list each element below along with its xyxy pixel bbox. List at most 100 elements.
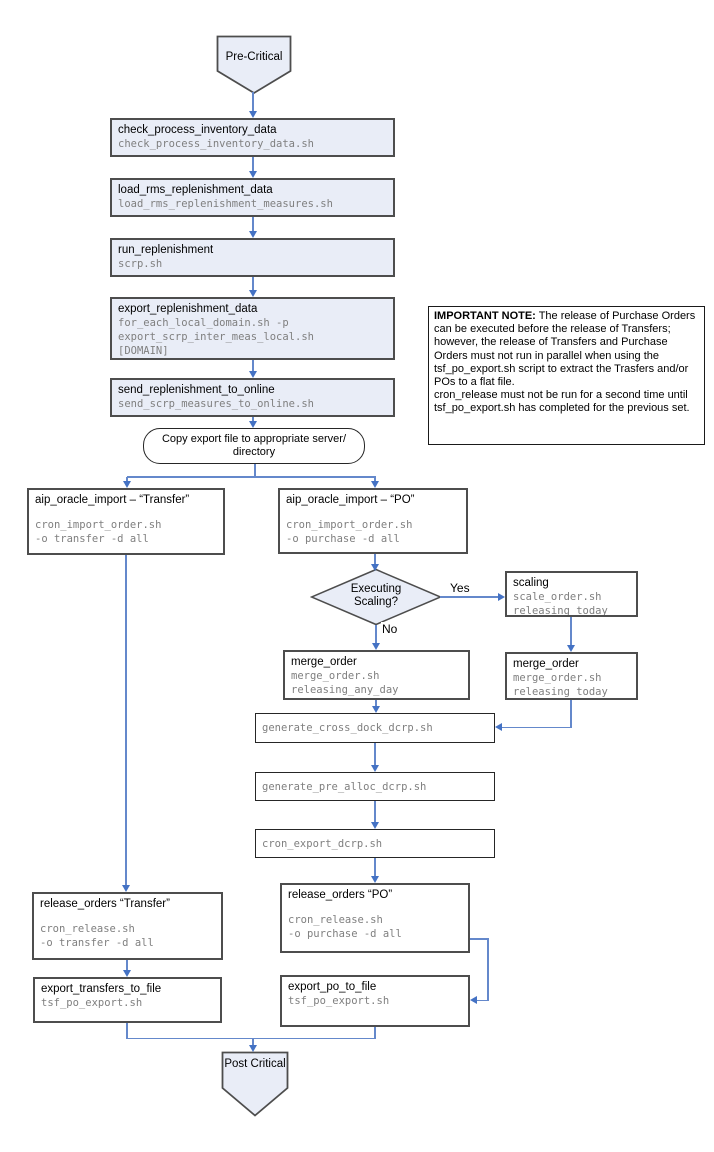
arrowhead-down [372,706,380,713]
connector-line [126,476,376,478]
connector-line [126,1037,376,1039]
connector-line [470,938,489,940]
connector-line [252,1038,254,1047]
node-script: generate_pre_alloc_dcrp.sh [262,780,427,793]
node-script: cron_release.sh -o transfer -d all [40,923,154,949]
node-title: load_rms_replenishment_data [118,184,273,196]
connector-line [252,277,254,291]
node-export-transfers-to-file: export_transfers_to_file tsf_po_export.s… [33,977,222,1023]
node-title: aip_oracle_import – “PO” [286,494,415,506]
node-script: merge_order.sh releasing today [513,672,608,698]
connector-line [375,625,377,645]
arrowhead-down [123,481,131,488]
connector-line [252,360,254,372]
branch-no-label: No [381,622,399,636]
connector-line [374,858,376,878]
arrowhead-down [122,885,130,892]
arrowhead-down [123,970,131,977]
arrowhead-down [372,643,380,650]
connector-line [502,726,572,728]
node-script: cron_export_dcrp.sh [262,837,383,850]
connector-line [252,417,254,423]
arrowhead-down [371,876,379,883]
start-terminator-label: Pre-Critical [225,51,283,63]
arrowhead-down [371,481,379,488]
arrowhead-down [371,564,379,571]
end-pentagon-shape [221,1051,289,1117]
connector-line [252,92,254,112]
node-title: check_process_inventory_data [118,124,277,136]
node-script: for_each_local_domain.sh -p export_scrp_… [118,317,314,357]
node-script: tsf_po_export.sh [288,995,390,1007]
decision-question: Executing Scaling? [350,583,402,608]
node-script: send_scrp_measures_to_online.sh [118,398,314,410]
connector-line [252,157,254,172]
node-cron-export-dcrp: cron_export_dcrp.sh [255,829,495,858]
node-send-replenishment-to-online: send_replenishment_to_online send_scrp_m… [110,378,395,417]
connector-line [487,938,489,1001]
connector-line [125,555,127,886]
arrowhead-down [249,171,257,178]
node-export-po-to-file: export_po_to_file tsf_po_export.sh [280,975,470,1027]
node-merge-order-any-day: merge_order merge_order.sh releasing_any… [283,650,470,700]
arrowhead-left [470,996,477,1004]
arrowhead-down [249,290,257,297]
arrowhead-down [249,1045,257,1052]
node-generate-pre-alloc: generate_pre_alloc_dcrp.sh [255,772,495,801]
node-script: scale_order.sh releasing_today [513,591,608,617]
node-aip-oracle-import-transfer: aip_oracle_import – “Transfer” cron_impo… [27,488,225,555]
connector-line [374,477,376,482]
branch-yes-label: Yes [449,581,471,595]
node-load-rms-replenishment-data: load_rms_replenishment_data load_rms_rep… [110,178,395,217]
arrowhead-down [371,765,379,772]
node-title: export_po_to_file [288,981,377,993]
node-title: merge_order [513,658,579,670]
node-check-process-inventory-data: check_process_inventory_data check_proce… [110,118,395,157]
node-title: merge_order [291,656,357,668]
node-script: tsf_po_export.sh [41,997,143,1009]
arrowhead-down [249,111,257,118]
node-scaling: scaling scale_order.sh releasing_today [505,571,638,617]
important-note-body: The release of Purchase Orders can be ex… [434,310,696,415]
node-copy-export-file: Copy export file to appropriate server/ … [143,428,365,464]
arrowhead-left [495,723,502,731]
connector-line [570,700,572,728]
node-aip-oracle-import-po: aip_oracle_import – “PO” cron_import_ord… [278,488,468,554]
node-title: release_orders “Transfer” [40,898,170,910]
connector-line [477,999,489,1001]
arrowhead-down [567,645,575,652]
connector-line [252,217,254,232]
connector-line [374,554,376,566]
node-script: load_rms_replenishment_measures.sh [118,198,333,210]
node-release-orders-po: release_orders “PO” cron_release.sh -o p… [280,883,470,953]
arrowhead-down [249,421,257,428]
important-note: IMPORTANT NOTE: The release of Purchase … [428,306,705,445]
arrowhead-down [249,231,257,238]
arrowhead-down [249,371,257,378]
node-run-replenishment: run_replenishment scrp.sh [110,238,395,277]
connector-line [126,477,128,482]
connector-line [440,596,498,598]
node-export-replenishment-data: export_replenishment_data for_each_local… [110,297,395,360]
connector-line [254,464,256,477]
node-title: release_orders “PO” [288,889,393,901]
connector-line [570,617,572,647]
arrowhead-down [371,822,379,829]
node-title: scaling [513,577,549,589]
node-title: export_replenishment_data [118,303,258,315]
node-script: check_process_inventory_data.sh [118,138,314,150]
node-script: scrp.sh [118,258,163,270]
node-title: export_transfers_to_file [41,983,162,995]
connector-line [126,1023,128,1039]
end-terminator-label: Post Critical [224,1058,286,1070]
node-script: generate_cross_dock_dcrp.sh [262,722,433,734]
node-script: cron_import_order.sh -o transfer -d all [35,519,162,545]
connector-line [375,700,377,708]
node-script: cron_release.sh -o purchase -d all [288,914,402,940]
node-title: send_replenishment_to_online [118,384,275,396]
node-script: merge_order.sh releasing_any_day [291,670,399,696]
node-script: cron_import_order.sh -o purchase -d all [286,519,413,545]
connector-line [374,1027,376,1039]
decision-diamond-shape [310,568,443,626]
connector-line [126,960,128,972]
